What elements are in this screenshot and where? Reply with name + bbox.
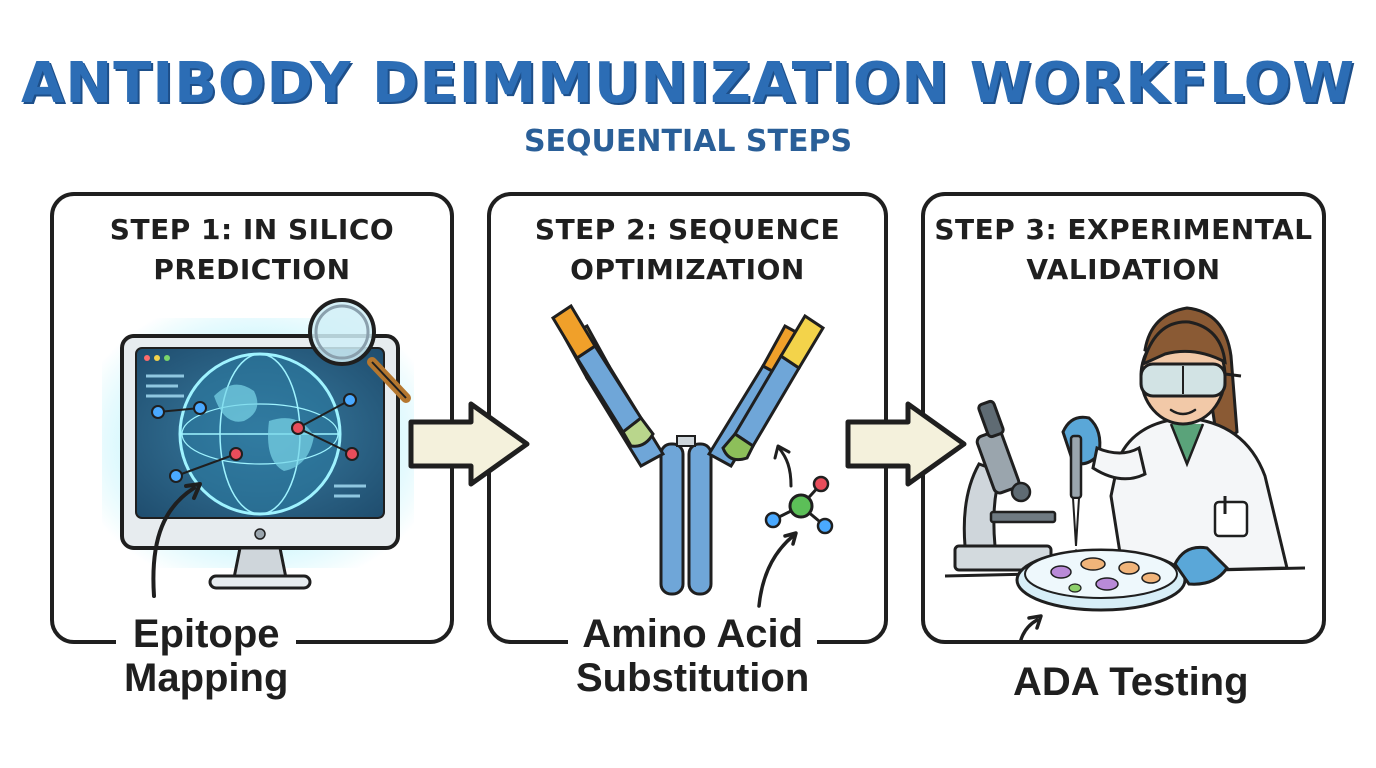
step-1-caption-line-1: Epitope <box>132 612 280 656</box>
step-3-title: STEP 3: EXPERIMENTAL VALIDATION <box>925 210 1322 290</box>
step-2-title-line-1: STEP 2: SEQUENCE <box>534 213 841 246</box>
flow-arrow-2-to-3 <box>845 401 967 487</box>
antibody-icon <box>550 303 834 608</box>
computer-monitor-icon <box>102 298 414 598</box>
step-1-caption-line-2: Mapping <box>124 656 289 700</box>
step-2-panel: STEP 2: SEQUENCE OPTIMIZATION <box>487 192 888 644</box>
step-3-panel: STEP 3: EXPERIMENTAL VALIDATION <box>921 192 1326 644</box>
step-3-title-line-1: STEP 3: EXPERIMENTAL <box>934 213 1313 246</box>
step-3-caption-line-1: ADA Testing <box>1013 660 1249 704</box>
step-2-caption-line-2: Substitution <box>576 656 810 700</box>
step-2-caption-line-1: Amino Acid <box>582 612 804 656</box>
diagram-subtitle: SEQUENTIAL STEPS <box>523 124 853 159</box>
flow-arrow-1-to-2 <box>408 401 530 487</box>
step-3-title-line-2: VALIDATION <box>1026 253 1221 286</box>
step-2-title-line-2: OPTIMIZATION <box>570 253 805 286</box>
step-1-title-line-1: STEP 1: IN SILICO <box>109 213 395 246</box>
step-3-caption: ADA Testing <box>1005 660 1257 704</box>
step-1-caption: Epitope Mapping <box>116 612 297 700</box>
step-2-caption: Amino Acid Substitution <box>568 612 818 700</box>
step-2-title: STEP 2: SEQUENCE OPTIMIZATION <box>491 210 884 290</box>
step-1-title-line-2: PREDICTION <box>153 253 351 286</box>
diagram-title: ANTIBODY DEIMMUNIZATION WORKFLOW <box>21 51 1355 116</box>
step-1-title: STEP 1: IN SILICO PREDICTION <box>54 210 450 290</box>
step-1-panel: STEP 1: IN SILICO PREDICTION <box>50 192 454 644</box>
scientist-icon <box>944 306 1306 640</box>
